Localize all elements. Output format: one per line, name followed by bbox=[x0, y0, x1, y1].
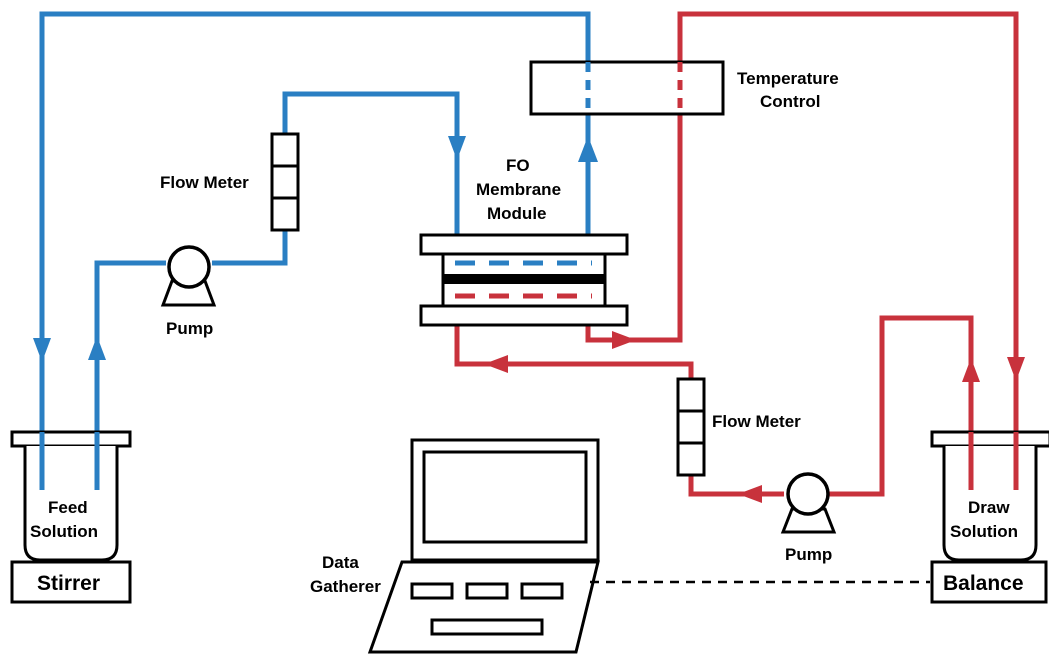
stirrer-label: Stirrer bbox=[37, 572, 100, 595]
temperature-control-label-line1: Temperature bbox=[737, 69, 839, 88]
module-label-line1: FO bbox=[506, 156, 530, 175]
temperature-control: Temperature Control bbox=[529, 60, 839, 116]
flow-meter-right-label: Flow Meter bbox=[712, 412, 801, 431]
fo-membrane-module: FO Membrane Module bbox=[419, 156, 629, 327]
pump-left-label: Pump bbox=[166, 319, 213, 338]
draw-flow-arrows bbox=[484, 331, 1025, 503]
draw-tank-lid bbox=[930, 430, 1049, 448]
arrow-right-module-out bbox=[612, 331, 636, 349]
draw-tank: Draw Solution Balance bbox=[930, 430, 1049, 604]
laptop-key-1 bbox=[410, 582, 454, 600]
arrow-down-feed-tank bbox=[33, 338, 51, 362]
feed-supply-pipe bbox=[94, 260, 166, 462]
pump-right: Pump bbox=[780, 472, 837, 564]
flow-meter-right: Flow Meter bbox=[676, 377, 801, 477]
membrane bbox=[443, 274, 605, 284]
module-top-plate bbox=[419, 233, 629, 256]
module-label-line3: Module bbox=[487, 204, 547, 223]
laptop-keyboard-base bbox=[367, 560, 600, 654]
flow-meter-left-cell-3 bbox=[270, 196, 300, 232]
pump-right-label: Pump bbox=[785, 545, 832, 564]
feed-supply-pipe-meter-out bbox=[282, 91, 460, 257]
module-bottom-plate bbox=[419, 304, 629, 327]
laptop-key-2 bbox=[465, 582, 509, 600]
stirrer-box bbox=[10, 560, 132, 604]
flow-meter-left: Flow Meter bbox=[160, 132, 300, 232]
arrow-up-draw-out bbox=[962, 358, 980, 382]
flow-meter-right-cell-3 bbox=[676, 441, 706, 477]
draw-supply-pipe-meter-out bbox=[454, 300, 694, 379]
feed-solution-label-line1: Feed bbox=[48, 498, 88, 517]
feed-return-pipe-top bbox=[39, 11, 591, 462]
laptop-key-3 bbox=[520, 582, 564, 600]
pump-left: Pump bbox=[160, 245, 217, 338]
feed-tank-lid bbox=[10, 430, 132, 448]
flow-meter-left-label: Flow Meter bbox=[160, 173, 249, 192]
draw-return-pipe-top bbox=[677, 11, 1019, 462]
data-gatherer-label-line2: Gatherer bbox=[310, 577, 381, 596]
pump-right-base bbox=[780, 507, 837, 534]
draw-solution-label-line1: Draw bbox=[968, 498, 1010, 517]
data-gatherer-label-line1: Data bbox=[322, 553, 359, 572]
feed-supply-pipe-pump-out bbox=[212, 230, 288, 266]
feed-solution-label-line2: Solution bbox=[30, 522, 98, 541]
temperature-control-box bbox=[529, 60, 725, 116]
feed-tank-beaker bbox=[23, 446, 119, 562]
arrow-left-module-in bbox=[484, 355, 508, 373]
arrow-down-module-in bbox=[448, 136, 466, 160]
flow-meter-left-cell-2 bbox=[270, 164, 300, 200]
laptop-screen bbox=[422, 450, 588, 544]
flow-meter-right-cell-1 bbox=[676, 377, 706, 413]
feed-flow-arrows bbox=[33, 136, 598, 362]
arrow-left-pump-out bbox=[738, 485, 762, 503]
balance-box bbox=[930, 560, 1048, 604]
draw-supply-pipe-pump-out bbox=[688, 475, 784, 497]
pump-right-icon bbox=[786, 472, 830, 516]
arrow-up-module-out bbox=[578, 136, 598, 162]
arrow-up-feed-out bbox=[88, 336, 106, 360]
laptop-touchpad bbox=[430, 618, 544, 636]
temperature-control-label-line2: Control bbox=[760, 92, 820, 111]
data-gatherer-laptop: Data Gatherer bbox=[310, 438, 600, 654]
pump-left-icon bbox=[167, 245, 211, 289]
flow-meter-right-cell-2 bbox=[676, 409, 706, 445]
draw-tank-beaker bbox=[942, 446, 1038, 562]
module-label-line2: Membrane bbox=[476, 180, 561, 199]
draw-solution-label-line2: Solution bbox=[950, 522, 1018, 541]
feed-tank: Feed Solution Stirrer bbox=[10, 430, 132, 604]
flow-meter-left-cell-1 bbox=[270, 132, 300, 168]
balance-label: Balance bbox=[943, 572, 1024, 595]
arrow-down-draw-tank bbox=[1007, 357, 1025, 381]
